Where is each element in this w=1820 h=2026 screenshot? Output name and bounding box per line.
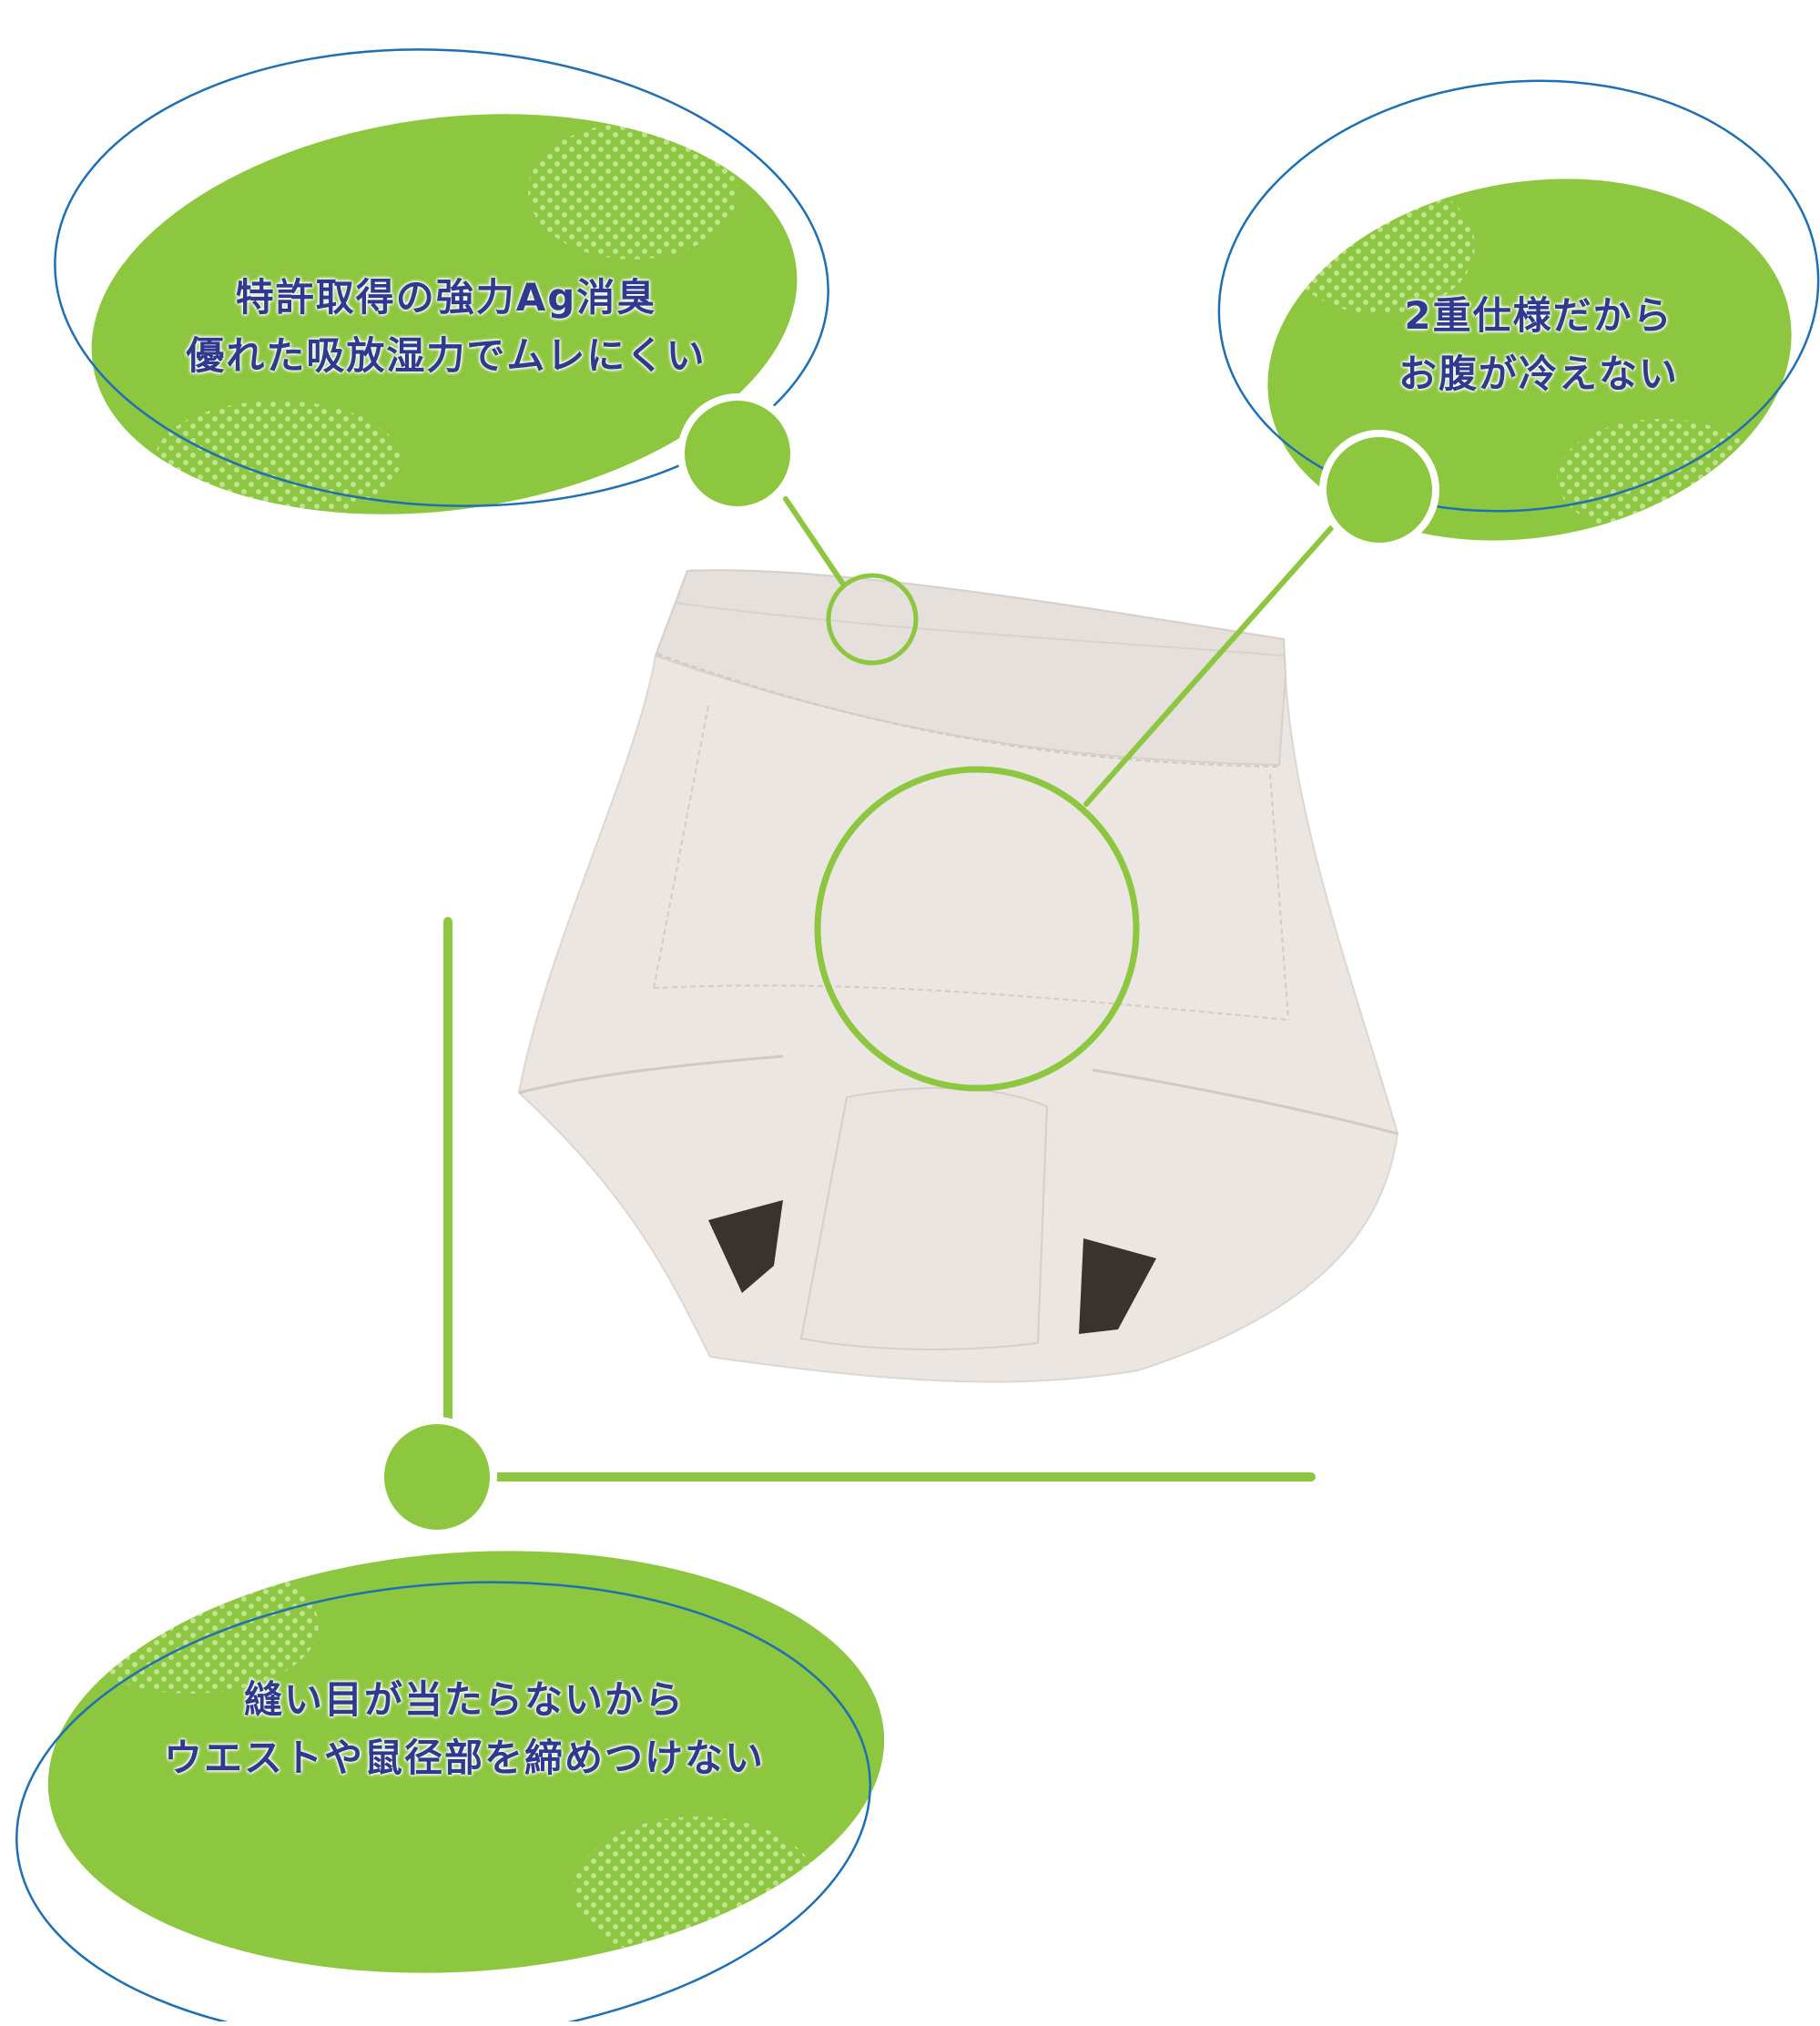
callout-bubble-3 [15,1551,885,2026]
gusset-dark-right [1079,1238,1156,1334]
callout-bubble-2 [1217,79,1820,541]
node-dot-2 [1319,430,1439,550]
belly-highlight-circle [814,766,1140,1092]
callout-1-line-1: 特許取得の強力Ag消臭 [235,275,657,320]
bubble-outline [54,48,829,507]
callout-text-2: 2重仕様だから お腹が冷えない [1366,287,1712,403]
callout-2-line-2: お腹が冷えない [1398,351,1679,396]
dot-texture [574,1817,819,1962]
connector-nodes [377,393,1439,1537]
dot-texture [1284,178,1475,314]
callout-text-1: 特許取得の強力Ag消臭 優れた吸放湿力でムレにくい [164,269,728,385]
node-dot-1 [677,393,798,514]
bubble-outline [15,1581,871,2026]
callout-bubble-1 [54,48,829,519]
bubble-outline [1217,79,1820,513]
gusset-dark-left [708,1200,783,1293]
underwear-product-photo [517,569,1399,1383]
dot-texture [155,401,401,519]
connector-lines [443,496,1334,1481]
waistband-highlight-circle [826,573,919,666]
dot-texture [528,123,737,260]
dot-texture [64,1557,319,1694]
callout-3-line-1: 縫い目が当たらないから [243,1677,685,1722]
callout-1-line-2: 優れた吸放湿力でムレにくい [186,333,707,378]
callout-3-line-2: ウエストや鼠径部を締めつけない [163,1736,765,1780]
callout-text-3: 縫い目が当たらないから ウエストや鼠径部を締めつけない [118,1671,810,1787]
callout-2-line-1: 2重仕様だから [1404,293,1673,338]
node-dot-3 [377,1417,497,1537]
